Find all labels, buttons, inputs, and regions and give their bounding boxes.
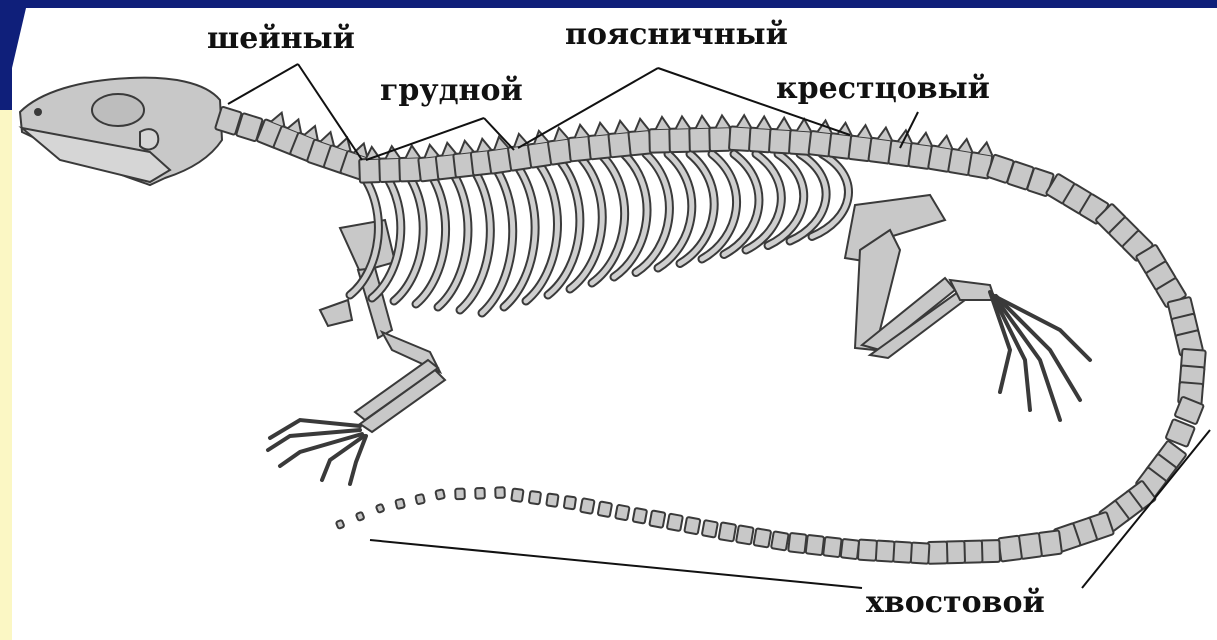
vertebra [841, 539, 859, 559]
label-caudal: хвостовой [866, 585, 1045, 620]
leader-caudal-b [1082, 430, 1210, 588]
vertebra [649, 117, 671, 153]
vertebra [580, 498, 594, 514]
vertebra [667, 514, 683, 532]
vertebra [529, 491, 541, 504]
vertebra [669, 116, 691, 152]
vertebra [395, 499, 405, 509]
vertebra [399, 145, 421, 181]
vertebra [823, 537, 841, 557]
vertebra [709, 115, 731, 151]
vertebra [771, 531, 789, 550]
vertebra [998, 536, 1022, 562]
vertebra [607, 120, 631, 157]
nostril [34, 108, 42, 116]
vertebra [495, 487, 505, 498]
vertebra [511, 488, 523, 501]
label-sacral: крестцовый [776, 71, 990, 106]
vertebra [875, 541, 894, 562]
vertebra [356, 512, 365, 521]
vertebra [455, 489, 465, 500]
vertebra [627, 118, 651, 155]
vertebra [719, 522, 737, 541]
vertebra [910, 543, 929, 564]
vertebra [684, 517, 700, 535]
vertebra [546, 127, 572, 165]
skull [20, 78, 222, 185]
vertebra [475, 488, 485, 499]
leader-cervical-a [228, 64, 298, 104]
vertebra [754, 528, 772, 547]
vertebra [736, 525, 754, 544]
vertebra [633, 508, 647, 524]
vertebra [858, 540, 877, 561]
vertebra [788, 533, 806, 553]
orbit [92, 94, 144, 126]
vertebra [702, 520, 718, 538]
vertebra [806, 535, 824, 555]
vertebra [689, 116, 711, 152]
label-lumbar: поясничный [565, 17, 788, 52]
vertebra [564, 496, 576, 509]
vertebra [546, 493, 558, 506]
vertebra [376, 504, 385, 513]
label-thoracic: грудной [380, 73, 523, 108]
vertebra [587, 122, 611, 159]
vertebra [928, 542, 948, 564]
vertebra [336, 520, 345, 529]
vertebra [415, 494, 425, 504]
limbs [268, 195, 1090, 484]
vertebra [649, 510, 665, 528]
label-cervical: шейный [207, 21, 355, 56]
vertebra [598, 501, 612, 517]
vertebra [615, 505, 629, 521]
vertebra [893, 542, 912, 563]
vertebra [567, 124, 591, 161]
vertebra [435, 489, 445, 499]
